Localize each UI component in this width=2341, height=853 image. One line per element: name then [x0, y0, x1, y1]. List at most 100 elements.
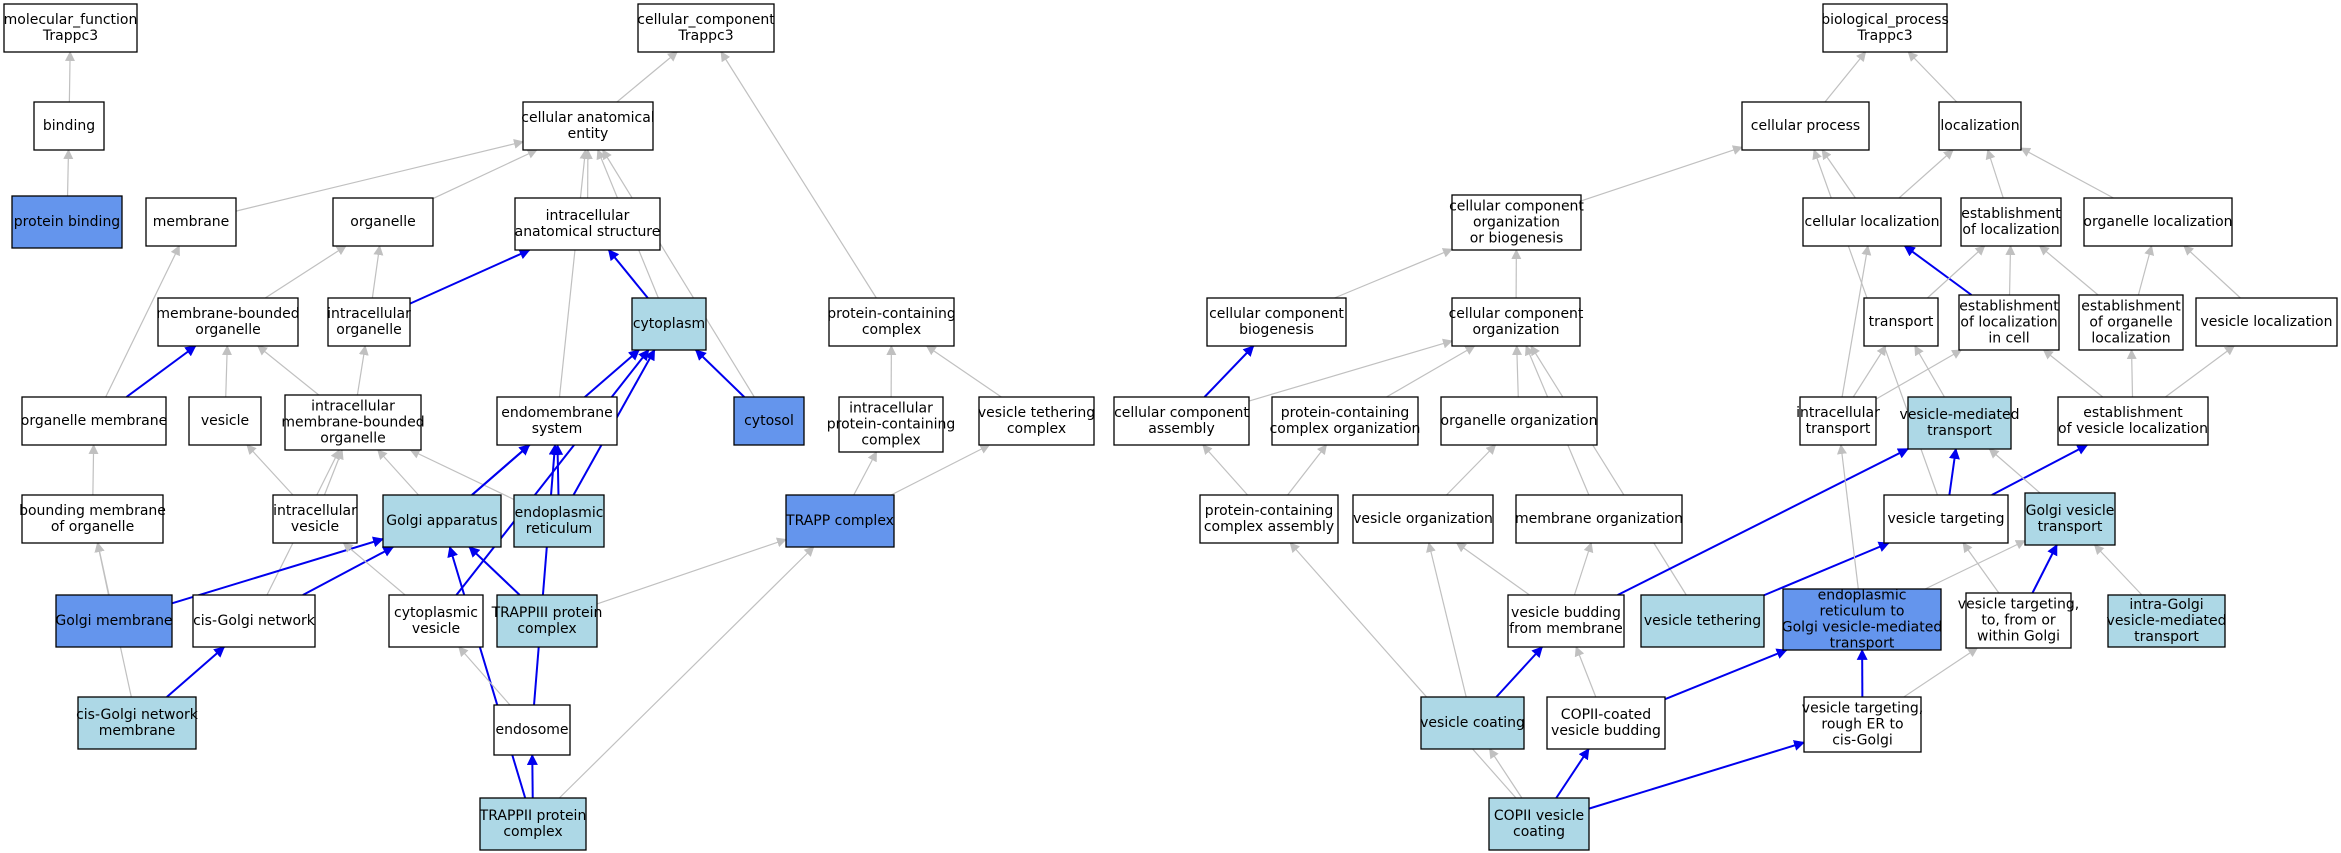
node-label-line: intracellular	[311, 399, 395, 415]
go-term-node-vesicle[interactable]: vesicle	[188, 396, 262, 446]
node-box	[838, 396, 944, 453]
node-box	[2107, 594, 2226, 648]
go-term-node-golgi[interactable]: Golgi apparatus	[382, 494, 502, 548]
node-box	[1640, 594, 1765, 648]
node-label-line: complex	[862, 322, 921, 338]
node-label-line: Golgi vesicle-mediated	[1782, 620, 1942, 636]
go-term-node-ves-coat[interactable]: vesicle coating	[1420, 696, 1525, 750]
node-label-line: TRAPP complex	[785, 513, 894, 529]
go-term-node-ves-loc[interactable]: vesicle localization	[2195, 297, 2338, 347]
go-term-node-trapp[interactable]: TRAPP complex	[785, 494, 895, 548]
go-term-node-cell-loc[interactable]: cellular localization	[1802, 197, 1942, 247]
node-label-line: transport	[1806, 421, 1871, 437]
node-box	[1113, 396, 1250, 446]
edge-is-a-trapp-to-ipcc	[853, 451, 877, 496]
go-term-node-golgi-mem[interactable]: Golgi membrane	[55, 594, 173, 648]
edge-is-a-cyto_vesicle-to-iv	[342, 542, 406, 596]
node-label-line: protein-containing	[827, 306, 955, 322]
edge-is-a-copii_bud-to-ves_bud	[1574, 646, 1597, 698]
node-box	[1960, 197, 2062, 247]
node-label-line: vesicle tethering	[978, 405, 1095, 421]
go-term-node-cell-process[interactable]: cellular process	[1741, 101, 1870, 151]
node-label-line: TRAPPII protein	[479, 808, 587, 824]
go-term-node-mem-org[interactable]: membrane organization	[1515, 494, 1683, 544]
edge-is-a-mbo-to-organelle	[264, 245, 347, 299]
edge-is-a-iv-to-vesicle	[246, 444, 294, 496]
go-term-node-om[interactable]: organelle membrane	[21, 396, 167, 446]
node-label-line: cellular component	[1449, 199, 1584, 215]
go-term-node-cytoplasm[interactable]: cytoplasm	[631, 297, 707, 351]
node-label-line: protein-containing	[1281, 405, 1409, 421]
go-term-node-protein-binding[interactable]: protein binding	[11, 195, 123, 249]
node-label-line: protein binding	[14, 214, 120, 230]
node-label-line: complex	[861, 433, 920, 449]
edge-part-of-io-to-ias	[409, 249, 531, 305]
go-term-node-cytosol[interactable]: cytosol	[733, 396, 805, 446]
node-label-line: cytoplasm	[633, 316, 705, 332]
go-term-node-cis-golgi[interactable]: cis-Golgi network	[192, 594, 316, 648]
node-label-line: cytosol	[744, 413, 794, 429]
edge-is-a-cell_loc-to-localization	[1898, 149, 1954, 199]
edge-part-of-cis_golgi-to-golgi	[302, 546, 395, 596]
go-term-node-ves-org[interactable]: vesicle organization	[1352, 494, 1494, 544]
go-term-node-ves-target[interactable]: vesicle targeting	[1883, 494, 2009, 544]
node-label-line: organelle localization	[2083, 214, 2232, 230]
go-term-node-membrane[interactable]: membrane	[145, 197, 237, 247]
node-label-line: reticulum to	[1820, 604, 1905, 620]
node-label-line: localization	[1940, 118, 2019, 134]
go-term-node-binding[interactable]: binding	[33, 101, 105, 151]
go-term-node-ves-teth[interactable]: vesicle tethering	[1640, 594, 1765, 648]
node-label-line: vesicle	[291, 519, 339, 535]
go-term-node-endosome[interactable]: endosome	[493, 704, 571, 756]
edge-is-a-golgi-to-imbo	[377, 449, 419, 496]
go-term-node-org-loc[interactable]: organelle localization	[2083, 197, 2233, 247]
node-box	[1863, 297, 1939, 347]
node-box	[631, 297, 707, 351]
edge-part-of-est_loc_cell-to-cell_loc	[1903, 245, 1973, 296]
node-box	[1799, 396, 1877, 446]
go-term-node-organelle[interactable]: organelle	[332, 197, 434, 247]
go-term-node-localization[interactable]: localization	[1938, 101, 2022, 151]
go-term-node-org-org[interactable]: organelle organization	[1440, 396, 1598, 446]
go-term-node-transport[interactable]: transport	[1863, 297, 1939, 347]
